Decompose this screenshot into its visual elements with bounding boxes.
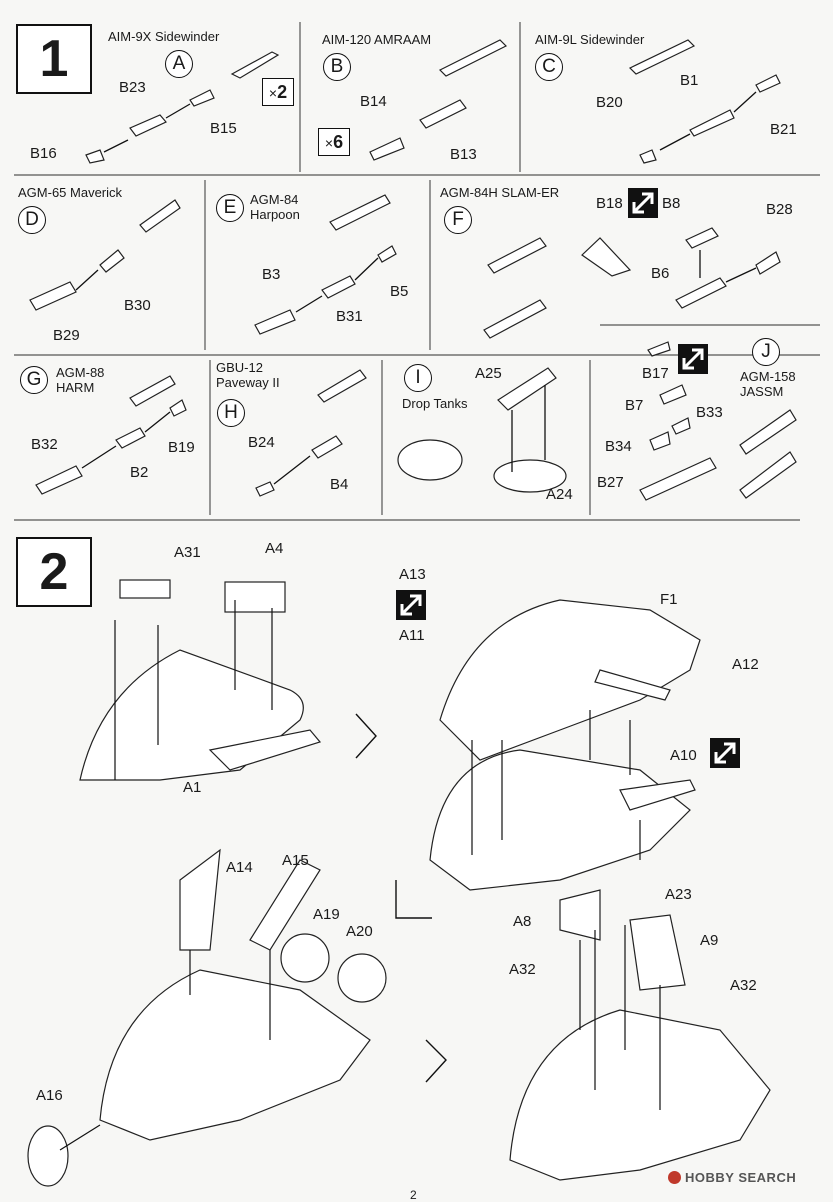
multiply-symbol: × [324,135,334,151]
part-label: B17 [642,365,669,382]
cement-icon [396,590,426,620]
part-label: B14 [360,93,387,110]
part-label: A25 [475,365,502,382]
multiplier-b: ×6 [318,128,350,156]
part-label: B13 [450,146,477,163]
section-letter-i: I [404,364,432,392]
part-label: A20 [346,923,373,940]
part-label: A13 [399,566,426,583]
section-letter-b: B [323,53,351,81]
part-label: A9 [700,932,719,949]
part-label: B20 [596,94,623,111]
part-label: A15 [282,852,309,869]
section-title-e: AGM-84 Harpoon [250,192,300,222]
section-title-f: AGM-84H SLAM-ER [440,185,560,200]
step-number-2: 2 [16,537,92,607]
part-label: A32 [509,961,536,978]
part-label: B34 [605,438,632,455]
part-label: A10 [670,747,697,764]
section-title-b: AIM-120 AMRAAM [322,32,432,47]
section-title-a: AIM-9X Sidewinder [108,29,220,44]
multiplier-value-b: 6 [333,132,344,152]
section-title-h: GBU-12 Paveway II [216,360,280,390]
part-label: A11 [399,627,425,644]
part-label: A19 [313,906,340,923]
part-label: B30 [124,297,151,314]
part-label: A14 [226,859,253,876]
page-number: 2 [410,1188,417,1202]
part-label: B32 [31,436,58,453]
section-letter-a: A [165,50,193,78]
part-label: A1 [183,779,202,796]
section-title-d: AGM-65 Maverick [18,185,123,200]
part-label: B1 [680,72,699,89]
section-title-j: AGM-158 JASSM [740,369,796,399]
hobby-search-logo-icon [668,1171,681,1184]
part-label: A12 [732,656,759,673]
part-label: B4 [330,476,349,493]
section-title-g: AGM-88 HARM [56,365,105,395]
part-label: A8 [513,913,532,930]
step-number-1: 1 [16,24,92,94]
cement-icon [628,188,658,218]
part-label: A32 [730,977,757,994]
part-label: B24 [248,434,275,451]
part-label: B3 [262,266,281,283]
watermark: HOBBY SEARCH [668,1170,796,1185]
cement-icon [678,344,708,374]
part-label: B6 [651,265,670,282]
part-label: B5 [390,283,409,300]
multiply-symbol: × [268,85,278,101]
part-label: B7 [625,397,644,414]
part-label: A31 [174,544,201,561]
section-letter-g: G [20,366,48,394]
part-label: B29 [53,327,80,344]
section-title-c: AIM-9L Sidewinder [535,32,645,47]
section-letter-c: C [535,53,563,81]
part-label: B33 [696,404,723,421]
part-label: A24 [546,486,573,503]
part-label: F1 [660,591,678,608]
part-label: A23 [665,886,692,903]
section-letter-j: J [752,338,780,366]
part-label: B28 [766,201,793,218]
part-label: B27 [597,474,624,491]
multiplier-value-a: 2 [277,82,288,102]
section-letter-d: D [18,206,46,234]
part-label: B23 [119,79,146,96]
part-label: B31 [336,308,363,325]
part-label: A4 [265,540,284,557]
part-label: B2 [130,464,149,481]
section-title-i: Drop Tanks [402,396,468,411]
multiplier-a: ×2 [262,78,294,106]
part-label: B15 [210,120,237,137]
part-label: B19 [168,439,195,456]
part-label: B8 [662,195,681,212]
part-label: B18 [596,195,623,212]
watermark-text: HOBBY SEARCH [685,1170,797,1185]
section-letter-e: E [216,194,244,222]
part-label: B16 [30,145,57,162]
section-letter-f: F [444,206,472,234]
part-label: A16 [36,1087,63,1104]
part-label: B21 [770,121,797,138]
cement-icon [710,738,740,768]
section-letter-h: H [217,399,245,427]
